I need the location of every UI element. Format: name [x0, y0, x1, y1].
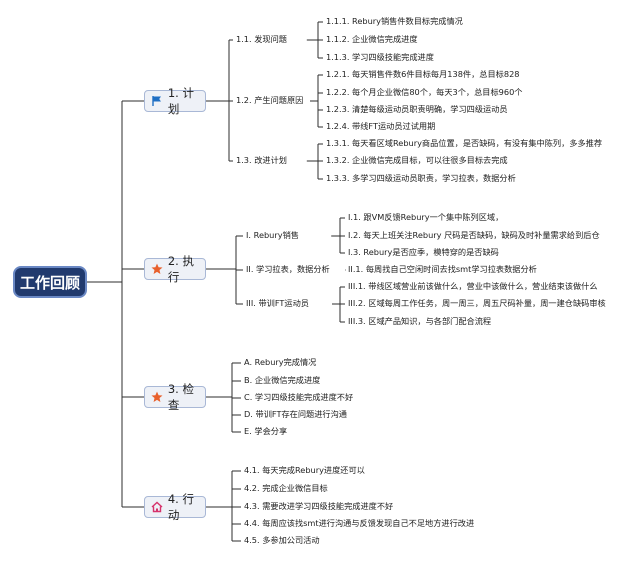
leaf-topic[interactable]: C. 学习四级技能完成进度不好 — [244, 392, 354, 402]
leaf-topic[interactable]: 4.2. 完成企业微信目标 — [244, 483, 328, 493]
leaf-topic[interactable]: B. 企业微信完成进度 — [244, 375, 321, 385]
leaf-topic[interactable]: A. Rebury完成情况 — [244, 357, 317, 367]
leaf-topic[interactable]: I.1. 跟VM反馈Rebury一个集中陈列区域， — [348, 212, 504, 222]
leaf-topic[interactable]: 1.2.2. 每个月企业微信80个，每天3个，总目标960个 — [326, 87, 523, 97]
house-icon — [151, 501, 164, 514]
leaf-topic[interactable]: 4.5. 多参加公司活动 — [244, 535, 320, 545]
star-icon — [151, 391, 164, 404]
branch-label: 3. 检查 — [167, 382, 194, 412]
sub-topic[interactable]: II. 学习拉表，数据分析 — [246, 264, 330, 274]
leaf-topic[interactable]: III.3. 区域产品知识，与各部门配合流程 — [348, 316, 492, 326]
leaf-topic[interactable]: 4.4. 每周应该找smt进行沟通与反馈发现自己不足地方进行改进 — [244, 518, 475, 528]
root-node[interactable]: 工作回顾 — [13, 266, 87, 298]
sub-topic[interactable]: I. Rebury销售 — [246, 230, 299, 240]
leaf-topic[interactable]: 4.1. 每天完成Rebury进度还可以 — [244, 465, 365, 475]
leaf-topic[interactable]: 4.3. 需要改进学习四级技能完成进度不好 — [244, 501, 394, 511]
leaf-topic[interactable]: 1.2.3. 清楚每级运动员职责明确，学习四级运动员 — [326, 104, 508, 114]
sub-topic[interactable]: III. 带训FT运动员 — [246, 298, 309, 308]
branch-node-4[interactable]: 4. 行动 — [144, 492, 206, 522]
leaf-topic[interactable]: III.2. 区域每周工作任务，周一周三，周五尺码补量，周一建仓缺码审核 — [348, 298, 606, 308]
sub-topic[interactable]: 1.2. 产生问题原因 — [236, 95, 304, 105]
leaf-topic[interactable]: I.3. Rebury是否应季，模特穿的是否缺码 — [348, 247, 499, 257]
branch-node-2[interactable]: 2. 执行 — [144, 254, 206, 284]
leaf-topic[interactable]: 1.2.1. 每天销售件数6件目标每月138件，总目标828 — [326, 69, 520, 79]
leaf-topic[interactable]: 1.1.3. 学习四级技能完成进度 — [326, 52, 434, 62]
leaf-topic[interactable]: 1.3.2. 企业微信完成目标，可以往很多目标去完成 — [326, 155, 508, 165]
sub-topic[interactable]: 1.1. 发现问题 — [236, 34, 287, 44]
leaf-topic[interactable]: III.1. 带线区域营业前该做什么，营业中该做什么，营业结束该做什么 — [348, 281, 598, 291]
branch-node-1[interactable]: 1. 计划 — [144, 86, 206, 116]
sub-topic[interactable]: 1.3. 改进计划 — [236, 155, 287, 165]
branch-label: 1. 计划 — [167, 86, 194, 116]
leaf-topic[interactable]: 1.2.4. 带线FT运动员过试用期 — [326, 121, 436, 131]
leaf-topic[interactable]: E. 学会分享 — [244, 426, 288, 436]
leaf-topic[interactable]: II.1. 每周找自己空闲时间去找smt学习拉表数据分析 — [348, 264, 537, 274]
branch-node-3[interactable]: 3. 检查 — [144, 382, 206, 412]
star-icon — [151, 263, 164, 276]
leaf-topic[interactable]: D. 带训FT存在问题进行沟通 — [244, 409, 347, 419]
leaf-topic[interactable]: 1.3.1. 每天看区域Rebury商品位置，是否缺码，有没有集中陈列，多多推荐 — [326, 138, 603, 148]
leaf-topic[interactable]: 1.3.3. 多学习四级运动员职责，学习拉表，数据分析 — [326, 173, 516, 183]
leaf-topic[interactable]: 1.1.1. Rebury销售件数目标完成情况 — [326, 16, 463, 26]
leaf-topic[interactable]: 1.1.2. 企业微信完成进度 — [326, 34, 418, 44]
leaf-topic[interactable]: I.2. 每天上班关注Rebury 尺码是否缺码，缺码及时补量需求给到后仓 — [348, 230, 600, 240]
branch-label: 2. 执行 — [167, 254, 194, 284]
flag-icon — [151, 95, 164, 108]
branch-label: 4. 行动 — [167, 492, 194, 522]
